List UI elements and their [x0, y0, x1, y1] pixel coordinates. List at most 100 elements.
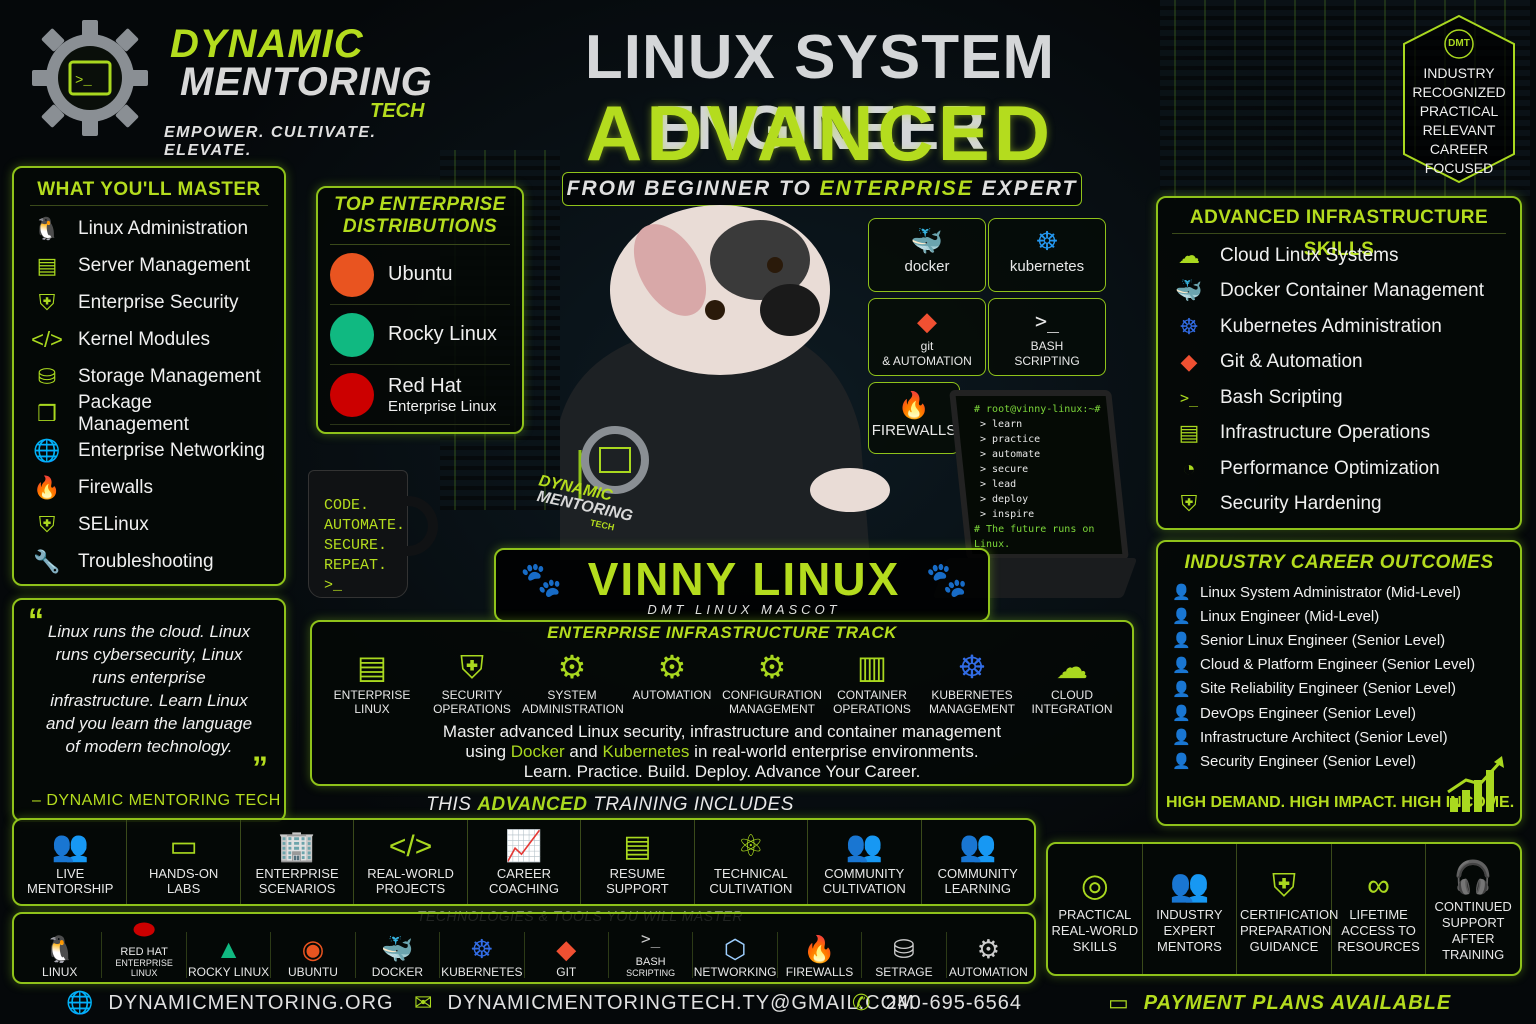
- track-heading: ENTERPRISE INFRASTRUCTURE TRACK: [547, 623, 897, 642]
- tech-item: ◉UBUNTU: [271, 932, 356, 979]
- skill-item: ☸Kubernetes Administration: [1172, 309, 1506, 345]
- tech-item: 🐧LINUX: [18, 932, 103, 978]
- career-item: 👤 Cloud & Platform Engineer (Senior Level…: [1172, 653, 1506, 677]
- includes-heading-a: THIS: [426, 794, 472, 815]
- kubernetes-icon: ☸: [470, 934, 494, 964]
- git-icon: ◆: [1180, 349, 1198, 375]
- skill-item-label: Kubernetes Administration: [1220, 315, 1442, 337]
- skill-item: >_Bash Scripting: [1172, 380, 1506, 416]
- kubernetes-icon: ☸: [957, 649, 987, 685]
- includes-heading: THIS ADVANCED TRAINING INCLUDES: [300, 794, 920, 816]
- master-item: ⛁Storage Management: [30, 358, 268, 395]
- database-icon: ⛁: [893, 934, 915, 964]
- rocky-linux-icon: [330, 312, 374, 357]
- mascot-banner: 🐾 VINNY LINUX DMT LINUX MASCOT 🐾: [494, 548, 990, 622]
- gear-icon: ⚙: [557, 649, 587, 685]
- track-item: ▥CONTAINER OPERATIONS: [822, 646, 922, 716]
- tech-label: AUTOMATION: [948, 965, 1028, 979]
- master-item-label: SELinux: [78, 513, 149, 535]
- track-desc-kubernetes: Kubernetes: [602, 742, 690, 761]
- career-label: DevOps Engineer (Senior Level): [1200, 704, 1416, 722]
- tech-item: ☸KUBERNETES: [440, 932, 525, 978]
- shield-icon: ⛨: [459, 649, 484, 685]
- phone-text: 240-695-6564: [885, 991, 1022, 1014]
- ubuntu-icon: [330, 252, 374, 297]
- paw-icon-left: 🐾: [520, 561, 563, 599]
- mug-line: SECURE.: [324, 537, 388, 554]
- person-icon: 👤: [1172, 729, 1191, 747]
- laptop: # root@vinny-linux:~# > learn> practice>…: [932, 390, 1138, 610]
- terminal-line: > lead: [980, 479, 1017, 490]
- skill-item: 🐳Docker Container Management: [1172, 274, 1506, 310]
- footer-phone[interactable]: ✆ 240-695-6564: [852, 990, 1022, 1016]
- mug-line: REPEAT.: [324, 557, 388, 574]
- skill-item: ☁Cloud Linux Systems: [1172, 238, 1506, 274]
- career-label: Cloud & Platform Engineer (Senior Level): [1200, 656, 1476, 674]
- advanced-skills-panel: ADVANCED INFRASTRUCTURE SKILLS ☁Cloud Li…: [1156, 196, 1522, 530]
- phone-icon: ✆: [852, 990, 872, 1015]
- brain-icon: ⚛: [737, 830, 765, 863]
- package-icon: ❒: [37, 400, 57, 426]
- include-label: ENTERPRISE SCENARIOS: [255, 866, 339, 896]
- master-item: ▤Server Management: [30, 247, 268, 284]
- distro-label: Red Hat: [388, 374, 462, 397]
- tool-tile-label: git: [920, 339, 934, 353]
- terminal-line: > inspire: [980, 509, 1035, 520]
- track-item-label: SECURITY OPERATIONS: [433, 688, 511, 716]
- flame-icon: 🔥: [33, 474, 61, 500]
- badge-line: INDUSTRY: [1423, 65, 1495, 81]
- firewall-icon: 🔥: [803, 934, 836, 964]
- include-label: COMMUNITY CULTIVATION: [822, 866, 906, 896]
- tool-tile: ◆git& AUTOMATION: [868, 298, 986, 376]
- tech-label: FIREWALLS: [785, 965, 854, 979]
- benefit-item: ◎PRACTICAL REAL-WORLD SKILLS: [1048, 844, 1143, 974]
- master-item: ⛨Enterprise Security: [30, 284, 268, 321]
- mug-line: CODE.: [324, 497, 370, 514]
- terminal-screen: # root@vinny-linux:~# > learn> practice>…: [974, 402, 1124, 552]
- tech-sub: ENTERPRISE LINUX: [115, 958, 173, 978]
- docker-icon: 🐳: [381, 934, 414, 964]
- terminal-line: > deploy: [980, 494, 1029, 505]
- terminal-prompt: # root@vinny-linux:~#: [974, 404, 1101, 415]
- benefit-label: CERTIFICATION PREPARATION GUIDANCE: [1239, 907, 1339, 954]
- brand-tagline: EMPOWER. CULTIVATE. ELEVATE.: [164, 124, 377, 159]
- master-item-label: Kernel Modules: [78, 328, 211, 350]
- master-item: </>Kernel Modules: [30, 321, 268, 358]
- footer-email[interactable]: ✉ DYNAMICMENTORINGTECH.TY@GMAIL.COM: [414, 990, 915, 1016]
- envelope-icon: ✉: [414, 990, 434, 1015]
- distro-text: Rocky Linux: [388, 323, 497, 346]
- tech-item: ⛁SETRAGE: [862, 932, 947, 978]
- master-item-label: Server Management: [78, 254, 251, 276]
- person-icon: 👤: [1172, 705, 1191, 723]
- rocky-linux-icon: ▲: [215, 934, 242, 964]
- server-icon: ▤: [356, 649, 388, 685]
- person-icon: 👤: [1172, 680, 1191, 698]
- terminal-icon: >_: [641, 929, 661, 948]
- mug: CODE.AUTOMATE.SECURE.REPEAT.>_: [308, 470, 438, 598]
- track-desc-2e: in real-world enterprise environments.: [694, 742, 979, 761]
- gauge-icon: ◔: [1182, 455, 1196, 481]
- include-item: 🏢ENTERPRISE SCENARIOS: [241, 820, 355, 904]
- footer-payment: ▭ PAYMENT PLANS AVAILABLE: [1108, 990, 1451, 1016]
- community-icon: 👥: [845, 830, 883, 863]
- person-icon: 👤: [1172, 656, 1191, 674]
- quote-text: Linux runs the cloud. Linux runs cyberse…: [45, 622, 253, 756]
- includes-heading-c: TRAINING INCLUDES: [593, 794, 794, 815]
- globe-icon: 🌐: [33, 437, 61, 463]
- career-label: Linux Engineer (Mid-Level): [1200, 607, 1380, 625]
- person-icon: 👤: [1172, 632, 1191, 650]
- title-line1: LINUX SYSTEM ENGINEER: [584, 23, 1056, 163]
- tool-tile: ☸kubernetes: [988, 218, 1106, 292]
- include-label: LIVE MENTORSHIP: [27, 866, 114, 896]
- include-label: TECHNICAL CULTIVATION: [709, 866, 793, 896]
- footer-website[interactable]: 🌐 DYNAMICMENTORING.ORG: [66, 990, 394, 1016]
- badge-line: FOCUSED: [1424, 160, 1494, 176]
- include-item: 👥COMMUNITY LEARNING: [922, 820, 1034, 904]
- growth-chart-icon: [1447, 756, 1504, 812]
- tech-label: UBUNTU: [287, 965, 338, 979]
